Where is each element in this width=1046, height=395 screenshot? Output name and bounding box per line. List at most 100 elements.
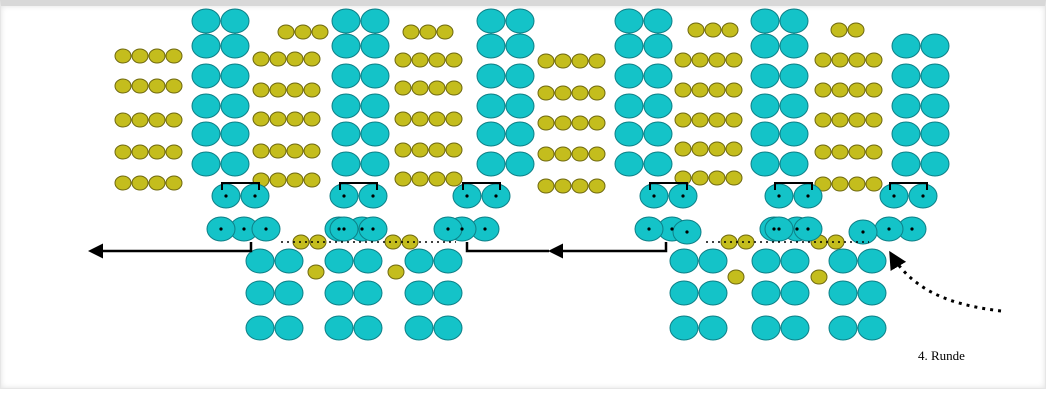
thread-mark [772,227,776,231]
olive-seed-bead [588,85,606,101]
olive-seed-bead [720,234,738,250]
turquoise-bead [920,151,950,177]
turquoise-bead [857,315,887,341]
olive-seed-bead [831,82,849,98]
turquoise-bead [698,280,728,306]
thread-bracket [339,182,378,190]
thread-mark [219,227,223,231]
olive-seed-bead [554,53,572,69]
thread-mark [681,194,685,198]
olive-seed-bead [269,172,287,188]
turquoise-bead [751,315,781,341]
olive-seed-bead [411,52,429,68]
olive-seed-bead [725,141,743,157]
olive-seed-bead [865,82,883,98]
olive-seed-bead [165,144,183,160]
beading-pattern-diagram [88,8,1002,341]
turquoise-bead [331,63,361,89]
turquoise-bead [828,315,858,341]
olive-seed-bead [865,112,883,128]
turquoise-bead [779,33,809,59]
olive-seed-bead [848,112,866,128]
turquoise-bead [505,93,535,119]
turquoise-bead [191,63,221,89]
thread-mark [264,227,268,231]
thread-mark [777,194,781,198]
turquoise-bead [614,33,644,59]
turquoise-bead [505,151,535,177]
olive-seed-bead [727,269,745,285]
turquoise-bead [614,8,644,34]
olive-seed-bead [436,24,454,40]
thread-bracket [221,182,260,190]
olive-seed-bead [737,234,755,250]
turquoise-bead [245,315,275,341]
thread-bracket [889,182,928,190]
thread-mark [652,194,656,198]
thread-segment [465,242,549,253]
olive-seed-bead [303,111,321,127]
olive-seed-bead [830,22,848,38]
turquoise-bead [891,33,921,59]
olive-seed-bead [810,269,828,285]
olive-seed-bead [387,264,405,280]
olive-seed-bead [848,144,866,160]
olive-seed-bead [848,176,866,192]
turquoise-bead [643,93,673,119]
olive-seed-bead [411,171,429,187]
turquoise-bead [780,280,810,306]
turquoise-bead [331,93,361,119]
olive-seed-bead [114,112,132,128]
turquoise-bead [857,280,887,306]
olive-seed-bead [704,22,722,38]
thread-mark [806,227,810,231]
turquoise-bead [505,63,535,89]
thread-path-layer [88,182,1002,313]
turquoise-bead [220,151,250,177]
thread-mark [360,227,364,231]
olive-seed-bead [286,111,304,127]
olive-seed-bead [725,82,743,98]
olive-seed-bead [865,176,883,192]
turquoise-bead [476,121,506,147]
olive-seed-bead [831,176,849,192]
turquoise-bead [476,63,506,89]
olive-seed-bead [814,112,832,128]
olive-seed-bead [571,115,589,131]
olive-seed-bead [165,112,183,128]
olive-seed-bead [537,85,555,101]
olive-seed-bead [286,51,304,67]
olive-seed-bead [148,48,166,64]
olive-seed-bead [691,52,709,68]
olive-seed-bead [131,175,149,191]
turquoise-bead [750,93,780,119]
thread-bracket [462,182,501,190]
olive-seed-bead [252,82,270,98]
olive-seed-bead [831,144,849,160]
olive-seed-bead [131,48,149,64]
turquoise-bead [191,8,221,34]
turquoise-bead [698,315,728,341]
thread-mark [342,194,346,198]
olive-seed-bead [588,115,606,131]
olive-seed-bead [394,171,412,187]
thread-mark [647,227,651,231]
olive-seed-bead [831,112,849,128]
turquoise-bead [274,248,304,274]
turquoise-bead [891,121,921,147]
turquoise-bead [404,315,434,341]
olive-seed-bead [269,111,287,127]
turquoise-bead [669,248,699,274]
turquoise-bead [779,63,809,89]
turquoise-bead [891,151,921,177]
turquoise-bead [779,121,809,147]
olive-seed-bead [252,51,270,67]
olive-seed-bead [708,82,726,98]
olive-seed-bead [537,178,555,194]
thread-bracket [649,182,688,190]
small-beads-layer [114,22,883,285]
turquoise-bead [360,151,390,177]
olive-seed-bead [691,112,709,128]
turquoise-bead [857,248,887,274]
turquoise-bead [433,248,463,274]
